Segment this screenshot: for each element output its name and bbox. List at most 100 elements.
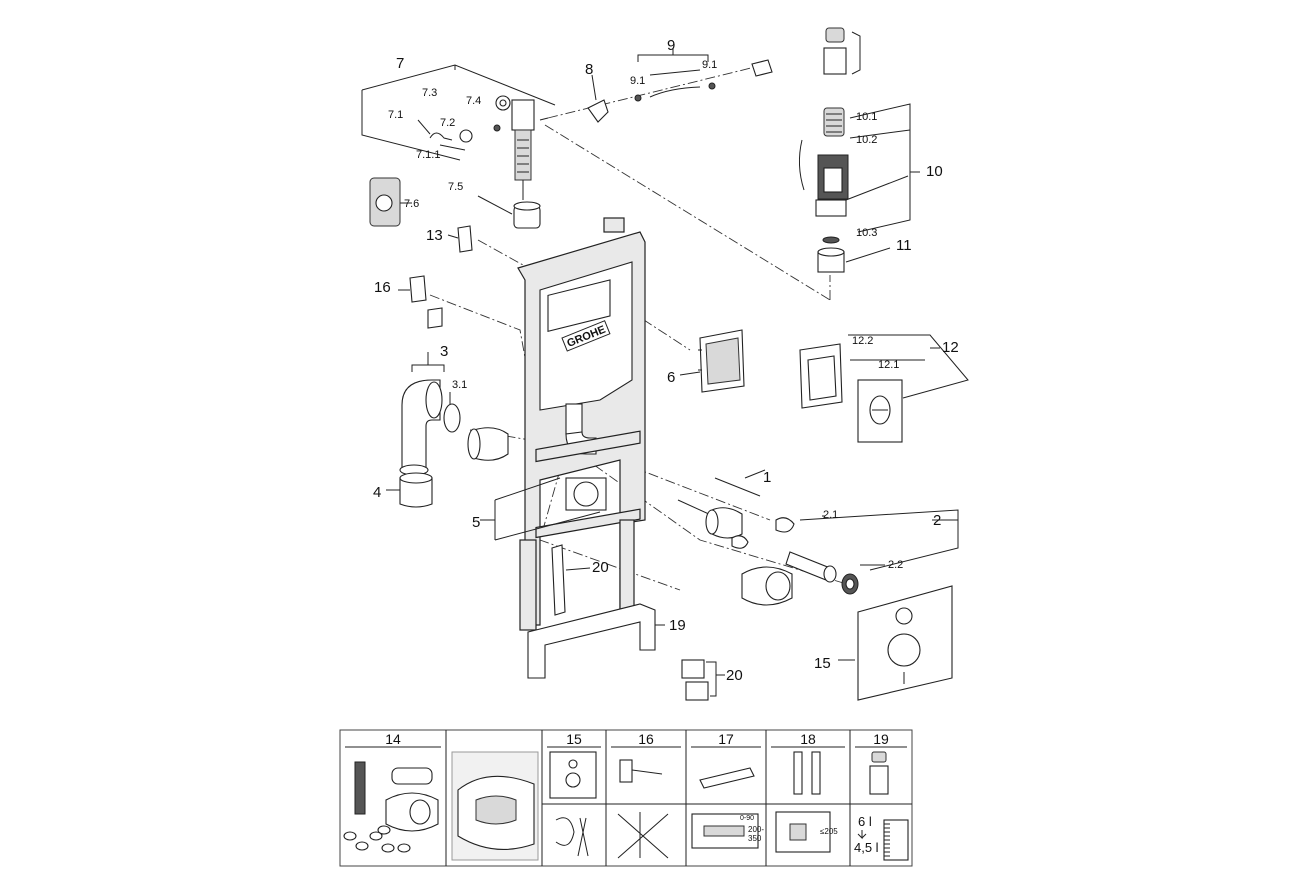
part-label-6: 6 (667, 369, 675, 386)
insulation-sheet-15 (838, 585, 953, 701)
brace-20 (551, 544, 566, 616)
bracket-8 (587, 99, 609, 123)
item-14-seal (355, 841, 369, 851)
nut-7-2 (459, 129, 473, 143)
flush-valve-group (798, 27, 920, 273)
item-14-pipe-thread (354, 761, 366, 815)
toilet-seat-photo (475, 795, 517, 825)
anchor-16 (409, 275, 427, 303)
pipe-2-2 (785, 551, 831, 581)
part-label-7-1-1: 7.1.1 (416, 149, 440, 161)
part-label-12: 12 (942, 339, 959, 356)
part-label-20: 20 (592, 559, 609, 576)
flush-bracket-and-cable (587, 48, 773, 123)
part-label-4: 4 (373, 484, 381, 501)
part-label-7-5: 7.5 (448, 181, 463, 193)
leg-left (519, 539, 537, 631)
cap-2-1b (731, 535, 749, 549)
part-label-7-2: 7.2 (440, 117, 455, 129)
item-14-seal (397, 843, 411, 853)
part-21-body (823, 47, 847, 75)
item-14-seal (369, 831, 383, 841)
part-label-7-3: 7.3 (422, 87, 437, 99)
part-label-9: 9 (667, 37, 675, 54)
wall-anchors (398, 225, 473, 329)
frame-top-bracket-right (603, 217, 625, 233)
item-16-cross-mark (617, 813, 669, 859)
part-label-10-1: 10.1 (856, 111, 877, 123)
item-15-sheet-hole-top (568, 759, 578, 769)
service-opening (547, 279, 611, 333)
part-label-3-1: 3.1 (452, 379, 467, 391)
part-label-9-1: 9.1 (702, 59, 717, 71)
part-label-7-1: 7.1 (388, 109, 403, 121)
valve-base (815, 199, 847, 217)
table-header-18: 18 (800, 731, 816, 747)
seal-10-3 (822, 236, 840, 244)
item-18-brace-left (793, 751, 803, 795)
cap-2-1a (775, 517, 795, 533)
part-label-19: 19 (669, 617, 686, 634)
actuator-box-6 (679, 329, 745, 393)
table-header-16: 16 (638, 731, 654, 747)
part-21-top (825, 27, 845, 43)
item-14-seal (377, 825, 391, 835)
table-header-17: 17 (718, 731, 734, 747)
seal-7-3 (493, 124, 501, 132)
part-label-2-2: 2.2 (888, 559, 903, 571)
part-label-1: 1 (763, 469, 771, 486)
item-18-install-core (789, 823, 807, 841)
part-label-7: 7 (396, 55, 404, 72)
part-label-5: 5 (472, 514, 480, 531)
item-14-seal (343, 831, 357, 841)
clamp-20a (681, 659, 705, 679)
part-label-10-3: 10.3 (856, 227, 877, 239)
fill-valve-body (511, 99, 535, 131)
item-15-cut-hint (555, 817, 589, 857)
lower-crossbar (535, 508, 641, 539)
crossbar (535, 430, 641, 463)
part-label-10: 10 (926, 163, 943, 180)
item-17-bracket (699, 767, 755, 789)
item-17-install-panel (703, 825, 745, 837)
part-label-9-1: 9.1 (630, 75, 645, 87)
foot-19 (527, 603, 656, 679)
clamps-20 (681, 659, 725, 701)
part-label-13: 13 (426, 227, 443, 244)
spring-10-1 (823, 107, 845, 137)
part-label-20: 20 (726, 667, 743, 684)
sleeve-4 (399, 477, 433, 508)
flush-arrow-icon (857, 830, 867, 840)
seal-3-1 (443, 403, 461, 433)
part-label-12-2: 12.2 (852, 335, 873, 347)
part-label-10-2: 10.2 (856, 134, 877, 146)
part-label-3: 3 (440, 343, 448, 360)
flush-pipe (565, 403, 583, 435)
cable-end-9 (751, 59, 773, 77)
dim-205: ≤205 (820, 827, 838, 836)
part-label-7-6: 7.6 (404, 198, 419, 210)
part-label-11: 11 (896, 237, 912, 254)
installation-frame: GROHE (517, 217, 665, 679)
item-18-brace-right (811, 751, 821, 795)
leg-right (619, 519, 635, 616)
connection-group (677, 469, 959, 606)
item-14-connector-end (409, 799, 431, 825)
part-label-15: 15 (814, 655, 831, 672)
item-16-bolt (631, 769, 663, 775)
item-14-seal (381, 843, 395, 853)
part-label-8: 8 (585, 61, 593, 78)
item-16-anchor (619, 759, 633, 783)
flush-volume-4-5: 4,5 l (854, 840, 879, 855)
drain-bend-group (386, 352, 509, 508)
part-label-12-1: 12.1 (878, 359, 899, 371)
table-header-15: 15 (566, 731, 582, 747)
table-header-19: 19 (873, 731, 889, 747)
item-19-valve-top (871, 751, 887, 763)
flush-plate-group (799, 334, 969, 443)
flush-volume-6: 6 l (858, 814, 872, 829)
